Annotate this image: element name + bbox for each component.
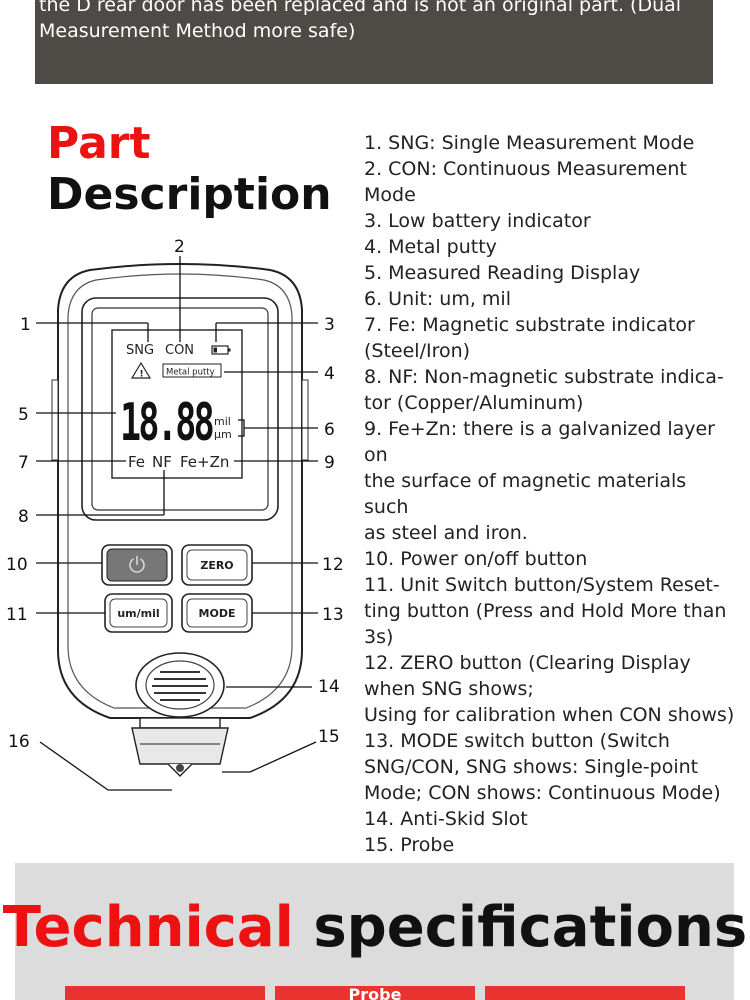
low-battery-icon xyxy=(211,345,231,355)
description-item: 12. ZERO button (Clearing Display when SN… xyxy=(364,650,736,728)
description-line: as steel and iron. xyxy=(364,522,528,544)
spec-title-red: Technical xyxy=(2,895,294,960)
lcd-metal-putty: Metal putty xyxy=(166,368,215,378)
description-line: 3s) xyxy=(364,626,394,648)
description-item: 15. Probe xyxy=(364,832,736,858)
unit-button-label: um/mil xyxy=(117,607,159,620)
callout-14: 14 xyxy=(318,677,340,697)
description-line: Using for calibration when CON shows) xyxy=(364,704,735,726)
callout-1: 1 xyxy=(20,315,31,335)
svg-text:!: ! xyxy=(140,370,144,380)
lcd-fezn: Fe+Zn xyxy=(180,453,229,471)
callout-5: 5 xyxy=(18,405,29,425)
description-item: 11. Unit Switch button/System Reset-ting… xyxy=(364,572,736,650)
description-item: 5. Measured Reading Display xyxy=(364,260,736,286)
callout-6: 6 xyxy=(324,420,335,440)
lcd-reading: 18.88 xyxy=(120,393,213,453)
lcd-screen xyxy=(111,329,243,479)
spec-tab-probe: Probe xyxy=(275,986,475,1000)
lcd-unit-um: µm xyxy=(214,428,232,441)
mode-button[interactable]: MODE xyxy=(181,593,253,633)
spec-title: Technical specifications xyxy=(0,893,750,963)
lcd-fe: Fe xyxy=(128,453,145,471)
description-item: 8. NF: Non-magnetic substrate indica-tor… xyxy=(364,364,736,416)
description-item: 10. Power on/off button xyxy=(364,546,736,572)
callout-10: 10 xyxy=(6,555,28,575)
lcd-nf: NF xyxy=(152,453,172,471)
title-part: Part xyxy=(47,118,151,169)
callout-8: 8 xyxy=(18,507,29,527)
description-line: the surface of magnetic materials such xyxy=(364,470,687,518)
description-line: 12. ZERO button (Clearing Display xyxy=(364,652,691,674)
description-line: SNG/CON, SNG shows: Single-point xyxy=(364,756,699,778)
mode-button-label: MODE xyxy=(199,607,236,620)
lcd-unit-mil: mil xyxy=(214,415,231,428)
description-line: (Steel/Iron) xyxy=(364,340,471,362)
description-line: 14. Anti-Skid Slot xyxy=(364,808,528,830)
power-icon xyxy=(129,556,145,573)
description-item: 7. Fe: Magnetic substrate indicator (Stee… xyxy=(364,312,736,364)
description-line: 8. NF: Non-magnetic substrate indica- xyxy=(364,366,724,388)
description-line: 6. Unit: um, mil xyxy=(364,288,511,310)
spec-tab-1 xyxy=(65,986,265,1000)
description-line: Mode xyxy=(364,184,416,206)
description-line: 3. Low battery indicator xyxy=(364,210,591,232)
unit-switch-button[interactable]: um/mil xyxy=(104,593,173,633)
description-item: 14. Anti-Skid Slot xyxy=(364,806,736,832)
anti-skid-slot xyxy=(135,652,225,718)
top-banner: the D rear door has been replaced and is… xyxy=(35,0,713,84)
callout-4: 4 xyxy=(324,364,335,384)
description-line: Mode; CON shows: Continuous Mode) xyxy=(364,782,721,804)
callout-12: 12 xyxy=(322,555,344,575)
description-line: 4. Metal putty xyxy=(364,236,497,258)
lcd-con: CON xyxy=(165,343,194,358)
description-line: 15. Probe xyxy=(364,834,455,856)
description-line: 7. Fe: Magnetic substrate indicator xyxy=(364,314,695,336)
title-description: Description xyxy=(47,169,332,220)
description-line: when SNG shows; xyxy=(364,678,534,700)
callout-9: 9 xyxy=(324,453,335,473)
banner-text: the D rear door has been replaced and is… xyxy=(39,0,682,42)
description-item: 6. Unit: um, mil xyxy=(364,286,736,312)
description-line: 10. Power on/off button xyxy=(364,548,588,570)
zero-button-label: ZERO xyxy=(200,559,233,572)
description-item: 9. Fe+Zn: there is a galvanized layer on… xyxy=(364,416,736,546)
callout-7: 7 xyxy=(18,453,29,473)
description-line: 1. SNG: Single Measurement Mode xyxy=(364,132,695,154)
callout-13: 13 xyxy=(322,605,344,625)
description-line: 13. MODE switch button (Switch xyxy=(364,730,670,752)
callout-2: 2 xyxy=(174,237,185,257)
description-item: 3. Low battery indicator xyxy=(364,208,736,234)
description-line: ting button (Press and Hold More than xyxy=(364,600,727,622)
callout-3: 3 xyxy=(324,315,335,335)
device-diagram: SNG CON ! Metal putty 18.88 mil µm Fe NF… xyxy=(6,237,344,791)
spec-section-band xyxy=(15,863,734,1000)
description-item: 1. SNG: Single Measurement Mode xyxy=(364,130,736,156)
part-description-title: Part Description xyxy=(47,118,332,220)
description-line: 9. Fe+Zn: there is a galvanized layer on xyxy=(364,418,715,466)
description-item: 4. Metal putty xyxy=(364,234,736,260)
zero-button[interactable]: ZERO xyxy=(181,544,253,586)
callout-16: 16 xyxy=(8,732,30,752)
spec-tab-3 xyxy=(485,986,685,1000)
description-line: 11. Unit Switch button/System Reset- xyxy=(364,574,720,596)
callout-11: 11 xyxy=(6,605,28,625)
power-button[interactable] xyxy=(101,544,173,586)
description-line: 5. Measured Reading Display xyxy=(364,262,641,284)
lcd-sng: SNG xyxy=(126,343,154,358)
callout-15: 15 xyxy=(318,727,340,747)
description-line: tor (Copper/Aluminum) xyxy=(364,392,584,414)
spec-title-black: specifications xyxy=(313,895,748,960)
probe xyxy=(131,717,229,777)
warning-icon: ! xyxy=(130,361,152,380)
description-line: 2. CON: Continuous Measurement xyxy=(364,158,687,180)
